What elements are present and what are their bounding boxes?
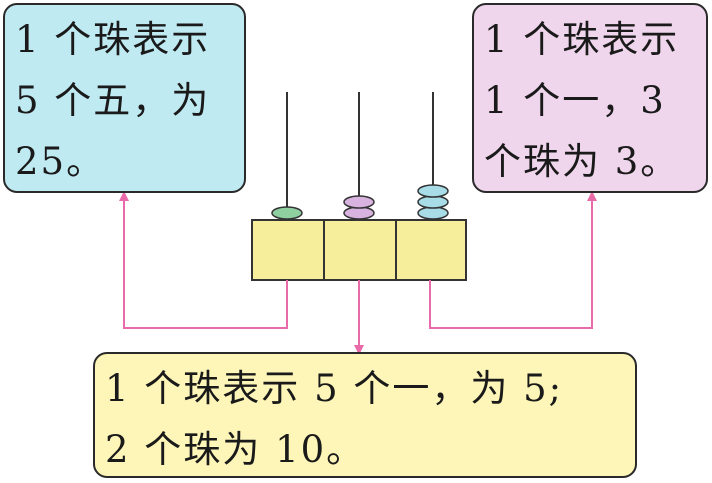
- right-note-line-2: 1 个一，3: [484, 79, 666, 122]
- bottom-note-line-2: 2 个珠为 10。: [105, 428, 366, 471]
- bead-group-right: [417, 184, 449, 220]
- arrow-to-left-note: [119, 191, 288, 329]
- abacus-frame-left-cell: [251, 219, 325, 281]
- right-note-line-3: 个珠为 3。: [484, 140, 680, 183]
- left-note-line-3: 25。: [15, 140, 106, 183]
- bead-left-1: [271, 206, 303, 220]
- bead-middle-1: [343, 206, 375, 220]
- left-note-box: 1 个珠表示 5 个五，为 25。: [3, 3, 246, 193]
- bead-right-1: [417, 206, 449, 220]
- bead-group-middle: [343, 195, 375, 220]
- arrow-to-right-note: [429, 191, 597, 329]
- abacus-frame-middle-cell: [323, 219, 397, 281]
- bead-group-left: [271, 206, 303, 220]
- bottom-note-line-1: 1 个珠表示 5 个一，为 5;: [105, 367, 564, 410]
- left-note-line-2: 5 个五，为: [15, 79, 211, 122]
- bead-middle-2: [343, 195, 375, 209]
- bead-right-3: [417, 184, 449, 198]
- right-note-box: 1 个珠表示 1 个一，3 个珠为 3。: [472, 3, 708, 193]
- right-note-line-1: 1 个珠表示: [484, 18, 680, 61]
- bead-right-2: [417, 195, 449, 209]
- left-note-line-1: 1 个珠表示: [15, 18, 211, 61]
- abacus-frame-right-cell: [395, 219, 467, 281]
- bottom-note-box: 1 个珠表示 5 个一，为 5; 2 个珠为 10。: [93, 352, 637, 478]
